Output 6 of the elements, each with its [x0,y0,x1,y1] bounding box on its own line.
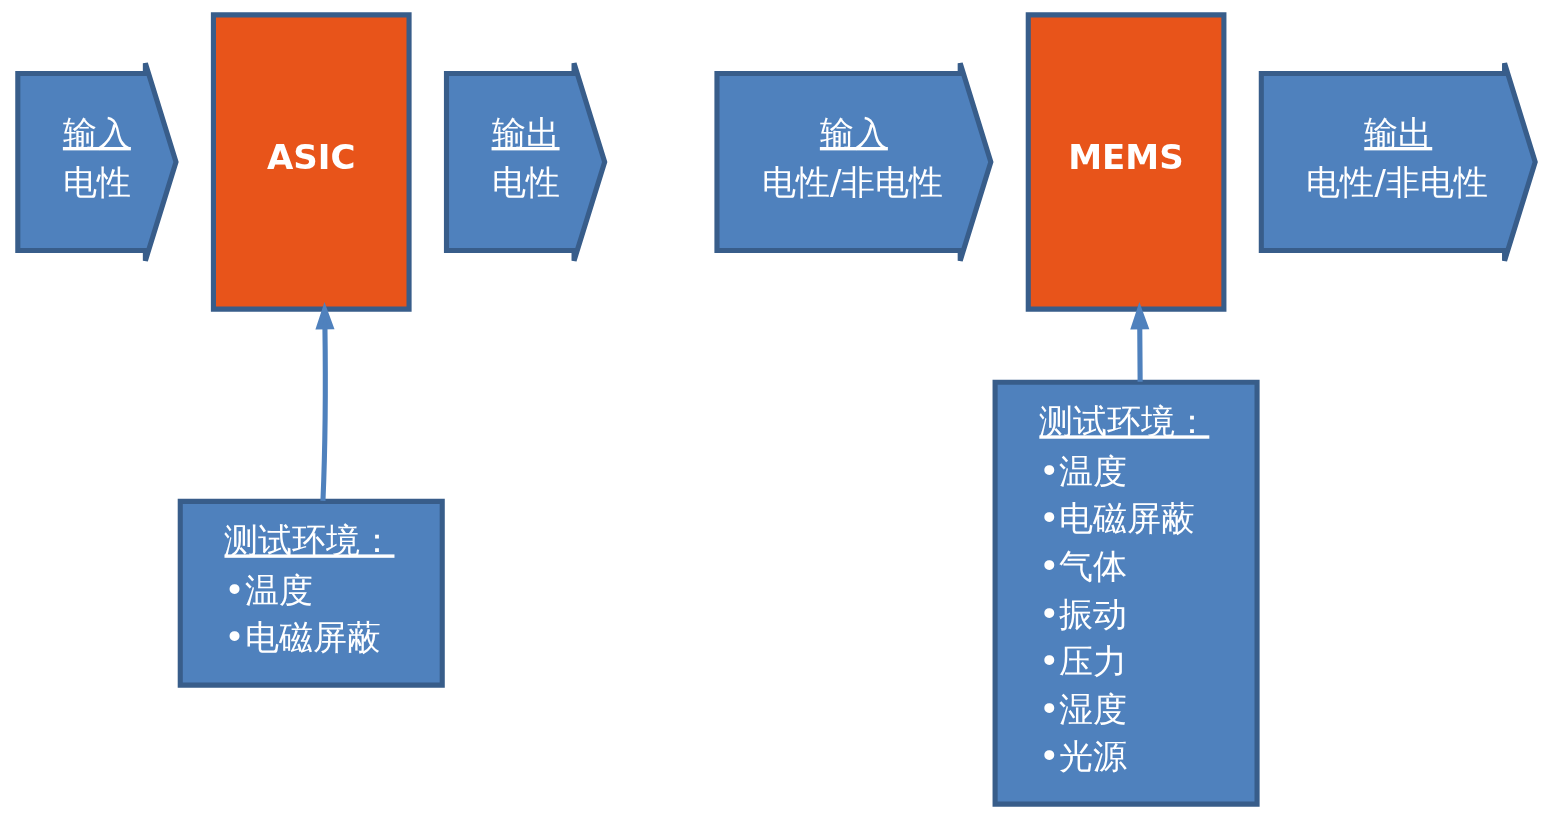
arrow [315,302,335,502]
node-box: MEMS [1025,12,1227,312]
node-box: 测试环境： •温度 •电磁屏蔽 •气体 •振动 •压力 •湿度 •光源 [992,379,1260,807]
node-box: ASIC [210,12,412,312]
arrow [1130,302,1150,382]
node-box: 测试环境： •温度 •电磁屏蔽 [177,498,445,688]
